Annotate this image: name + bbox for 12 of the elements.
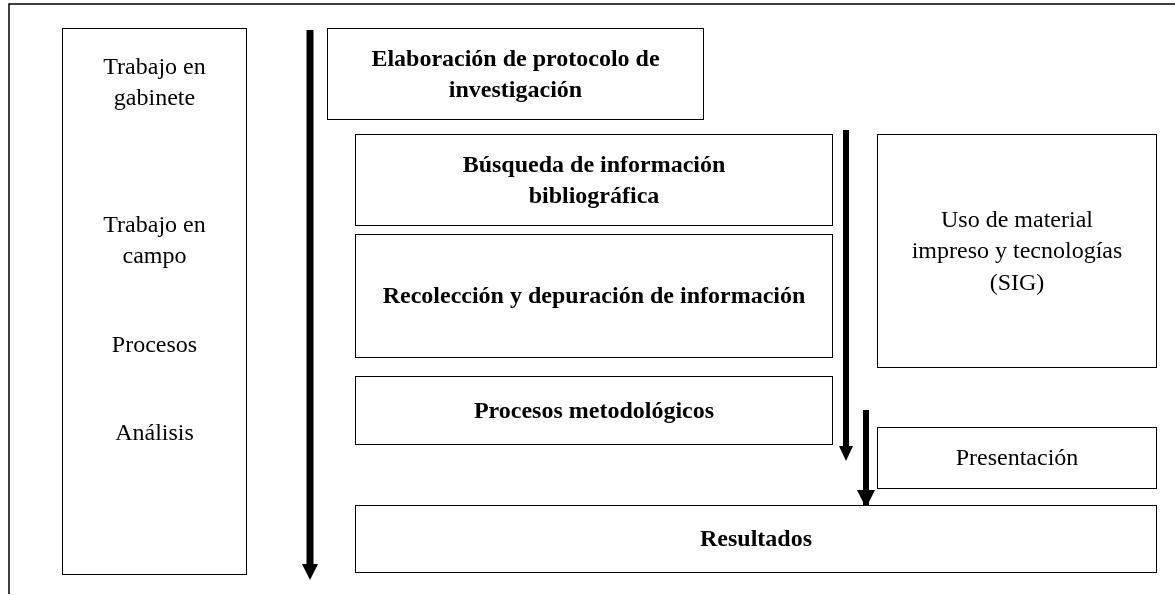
stage-label: Procesos xyxy=(110,330,199,359)
stage-label: Trabajo en gabinete xyxy=(102,52,207,113)
process-box: Búsqueda de información bibliográfica xyxy=(355,134,833,226)
stage-list-box xyxy=(62,28,247,575)
stage-label: Trabajo en campo xyxy=(102,210,207,271)
process-box: Resultados xyxy=(355,505,1157,573)
stage-label: Análisis xyxy=(114,418,195,447)
process-box: Elaboración de protocolo de investigación xyxy=(327,28,704,120)
process-box: Procesos metodológicos xyxy=(355,376,833,445)
process-box: Recolección y depuración de información xyxy=(355,234,833,358)
process-box: Uso de material impreso y tecnologías (SIG) xyxy=(877,134,1157,368)
process-box: Presentación xyxy=(877,427,1157,489)
